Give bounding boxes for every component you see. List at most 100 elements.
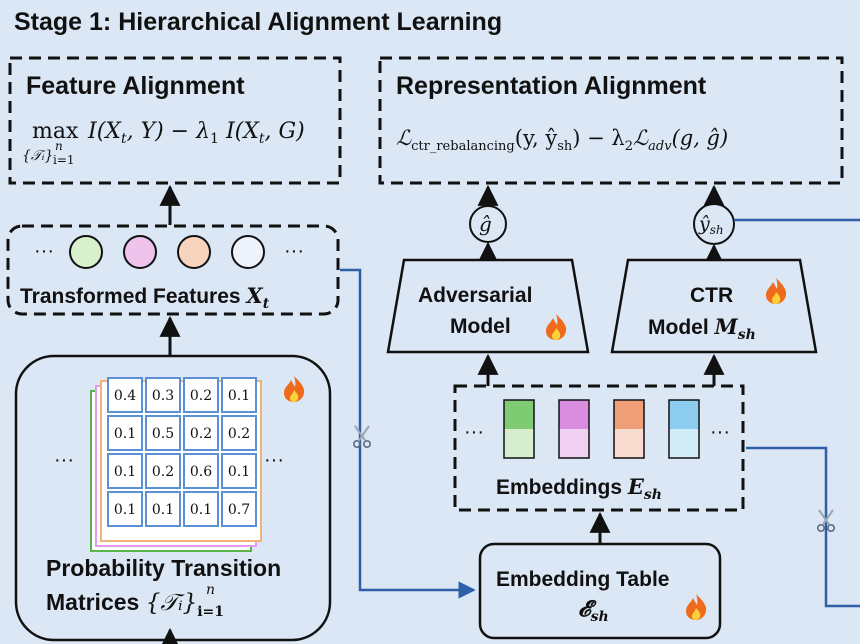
embedding-bar [503,399,535,459]
fa-rest2: , G) [265,119,305,144]
svg-text:I(Xt, Y) − λ1 I(Xt, G): I(Xt, Y) − λ1 I(Xt, G) [87,119,305,147]
embedding-bar-top [669,400,699,429]
fa-max-sub-i: i=1 [53,153,75,167]
matrix-cell [183,453,219,489]
matrix-cell [145,453,181,489]
embedding-bar-top [559,400,589,429]
matrix-cell-value: 0.4 [114,388,136,404]
y-hat-sub: sh [710,223,724,237]
tf-var: X [244,283,263,308]
matrix-cell [107,453,143,489]
matrices-label-text: Matrices [46,589,146,615]
feature-circle-4 [231,235,265,269]
feature-circle-3 [177,235,211,269]
matrix-cell [183,415,219,451]
emb-ellipsis-right: ··· [710,421,730,443]
y-hat-symbol: ŷ [698,213,710,235]
ra-L2-sub: adv [648,139,672,154]
ctr-line2: Model Msh [648,314,756,343]
matrices-label-line1: Probability Transition [46,555,281,581]
feature-circle-2 [123,235,157,269]
embedding-table-var-sub: sh [591,609,609,625]
embeddings-label-text: Embeddings [496,476,628,499]
matrix-cell [221,415,257,451]
matrix-cell-value: 0.1 [114,426,136,442]
fa-rest1: , Y) − λ [127,119,210,144]
link-features-to-embedding-table [340,268,476,599]
matrix-cell [183,377,219,413]
matrix-cell-value: 0.2 [190,388,212,404]
matrix-ellipsis-left: ··· [54,449,74,471]
matrix-cell [221,491,257,527]
matrix-cell-value: 0.2 [152,464,174,480]
matrix-cell [107,377,143,413]
ctr-var: M [714,314,739,339]
matrices-var: {𝒯ᵢ} [146,590,198,616]
adversarial-line2: Model [450,315,511,338]
matrix-cell-value: 0.1 [228,464,250,480]
tf-var-sub: t [263,296,270,312]
matrix-cell-value: 0.1 [228,388,250,404]
adversarial-model: Adversarial Model [386,258,590,354]
embedding-bar [668,399,700,459]
feature-alignment-heading: Feature Alignment [26,72,245,100]
ra-L1-sub: ctr_rebalancing [411,139,515,154]
matrix-cell-value: 0.3 [152,388,174,404]
matrix-cell [145,415,181,451]
ctr-var-sub: sh [738,327,756,343]
feature-alignment-box: Feature Alignment max {𝒯ᵢ} i=1 n I(Xt, Y… [8,56,342,185]
matrix-cell [221,453,257,489]
matrix-cell-value: 0.1 [152,502,174,518]
stage-title: Stage 1: Hierarchical Alignment Learning [14,8,502,36]
ra-L2: ℒ [633,126,649,150]
embedding-bar [613,399,645,459]
embedding-bar [558,399,590,459]
feature-circle-1 [69,235,103,269]
matrix-cell-value: 0.5 [152,426,174,442]
feature-alignment-formula: max {𝒯ᵢ} i=1 n I(Xt, Y) − λ1 I(Xt, G) [22,119,305,167]
fa-i1: I(X [87,119,122,144]
embedding-bar-top [504,400,534,429]
g-hat-symbol: ĝ [479,212,492,236]
tf-ellipsis-left: ··· [34,240,54,262]
matrices-label-line2: Matrices {𝒯ᵢ}i=1 [46,589,224,620]
ctr-line1: CTR [690,284,733,307]
matrix-ellipsis-right: ··· [264,449,284,471]
embedding-bar-bottom [614,429,644,458]
fa-max-sub: {𝒯ᵢ} [22,148,53,164]
embedding-bar-top [614,400,644,429]
fa-lambda1: 1 [210,131,219,147]
embedding-bar-bottom [504,429,534,458]
fa-t1: t [121,131,127,147]
ra-args1-sub: sh [557,139,573,154]
embedding-bar-bottom [559,429,589,458]
representation-alignment-heading: Representation Alignment [396,72,707,100]
fa-max-sup-n: n [55,139,63,153]
ra-args2: (g, ĝ) [672,126,729,150]
tf-label-text: Transformed Features [20,285,246,308]
matrices-var-sup: n [206,582,215,598]
fa-t2: t [259,131,265,147]
embedding-table-line1: Embedding Table [496,568,669,591]
representation-alignment-box: Representation Alignment ℒctr_rebalancin… [378,56,844,185]
matrix-cell [145,377,181,413]
link-embeddings-right [746,446,860,608]
matrix-cell-value: 0.2 [190,426,212,442]
matrix-cell-value: 0.1 [114,502,136,518]
representation-alignment-formula: ℒctr_rebalancing(y, ŷsh) − λ2ℒadv(g, ĝ) [396,126,728,154]
matrix-cell [107,491,143,527]
ra-L1: ℒ [396,126,412,150]
embeddings-var: E [627,474,645,499]
matrix-cell [221,377,257,413]
matrix-cell [183,491,219,527]
embedding-bars [503,399,700,459]
adversarial-line1: Adversarial [418,284,532,307]
ra-minus: ) − λ [572,126,624,150]
embedding-bar-bottom [669,429,699,458]
fa-i2: I(X [219,119,260,144]
matrices-var-sub: i=1 [197,604,224,620]
matrix-cell-value: 0.2 [228,426,250,442]
matrix-cell [145,491,181,527]
